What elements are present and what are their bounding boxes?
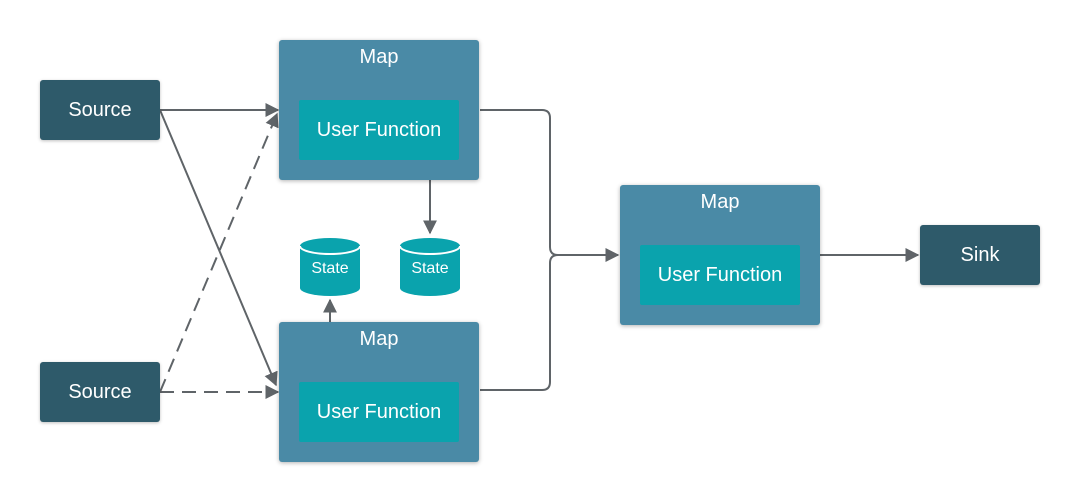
map-right-user-function: User Function: [640, 245, 800, 305]
map-right-label: Map: [700, 191, 740, 213]
map-node-top: Map User Function: [279, 40, 479, 180]
state-left-label: State: [311, 260, 349, 277]
source-top-label: Source: [68, 98, 132, 121]
state-right-label: State: [411, 260, 449, 277]
edge-source-bottom-to-map-top: [159, 112, 279, 393]
sink-label: Sink: [960, 243, 1000, 266]
database-icon: [400, 238, 460, 296]
source-bottom-label: Source: [68, 380, 132, 403]
map-top-label: Map: [359, 46, 399, 68]
sink-node: Sink: [920, 225, 1040, 285]
state-store-right: State: [400, 238, 460, 296]
map-node-right: Map User Function: [620, 185, 820, 325]
edge-map-bottom-to-map-right: [480, 254, 559, 391]
database-icon: [300, 238, 360, 296]
map-node-bottom: Map User Function: [279, 322, 479, 462]
state-store-left: State: [300, 238, 360, 296]
source-node-bottom: Source: [40, 362, 160, 422]
map-top-user-function: User Function: [299, 100, 459, 160]
source-node-top: Source: [40, 80, 160, 140]
map-bottom-label: Map: [359, 328, 399, 350]
map-bottom-user-function: User Function: [299, 382, 459, 442]
edge-source-top-to-map-bottom: [159, 109, 278, 387]
edge-map-top-to-map-right: [480, 109, 620, 262]
